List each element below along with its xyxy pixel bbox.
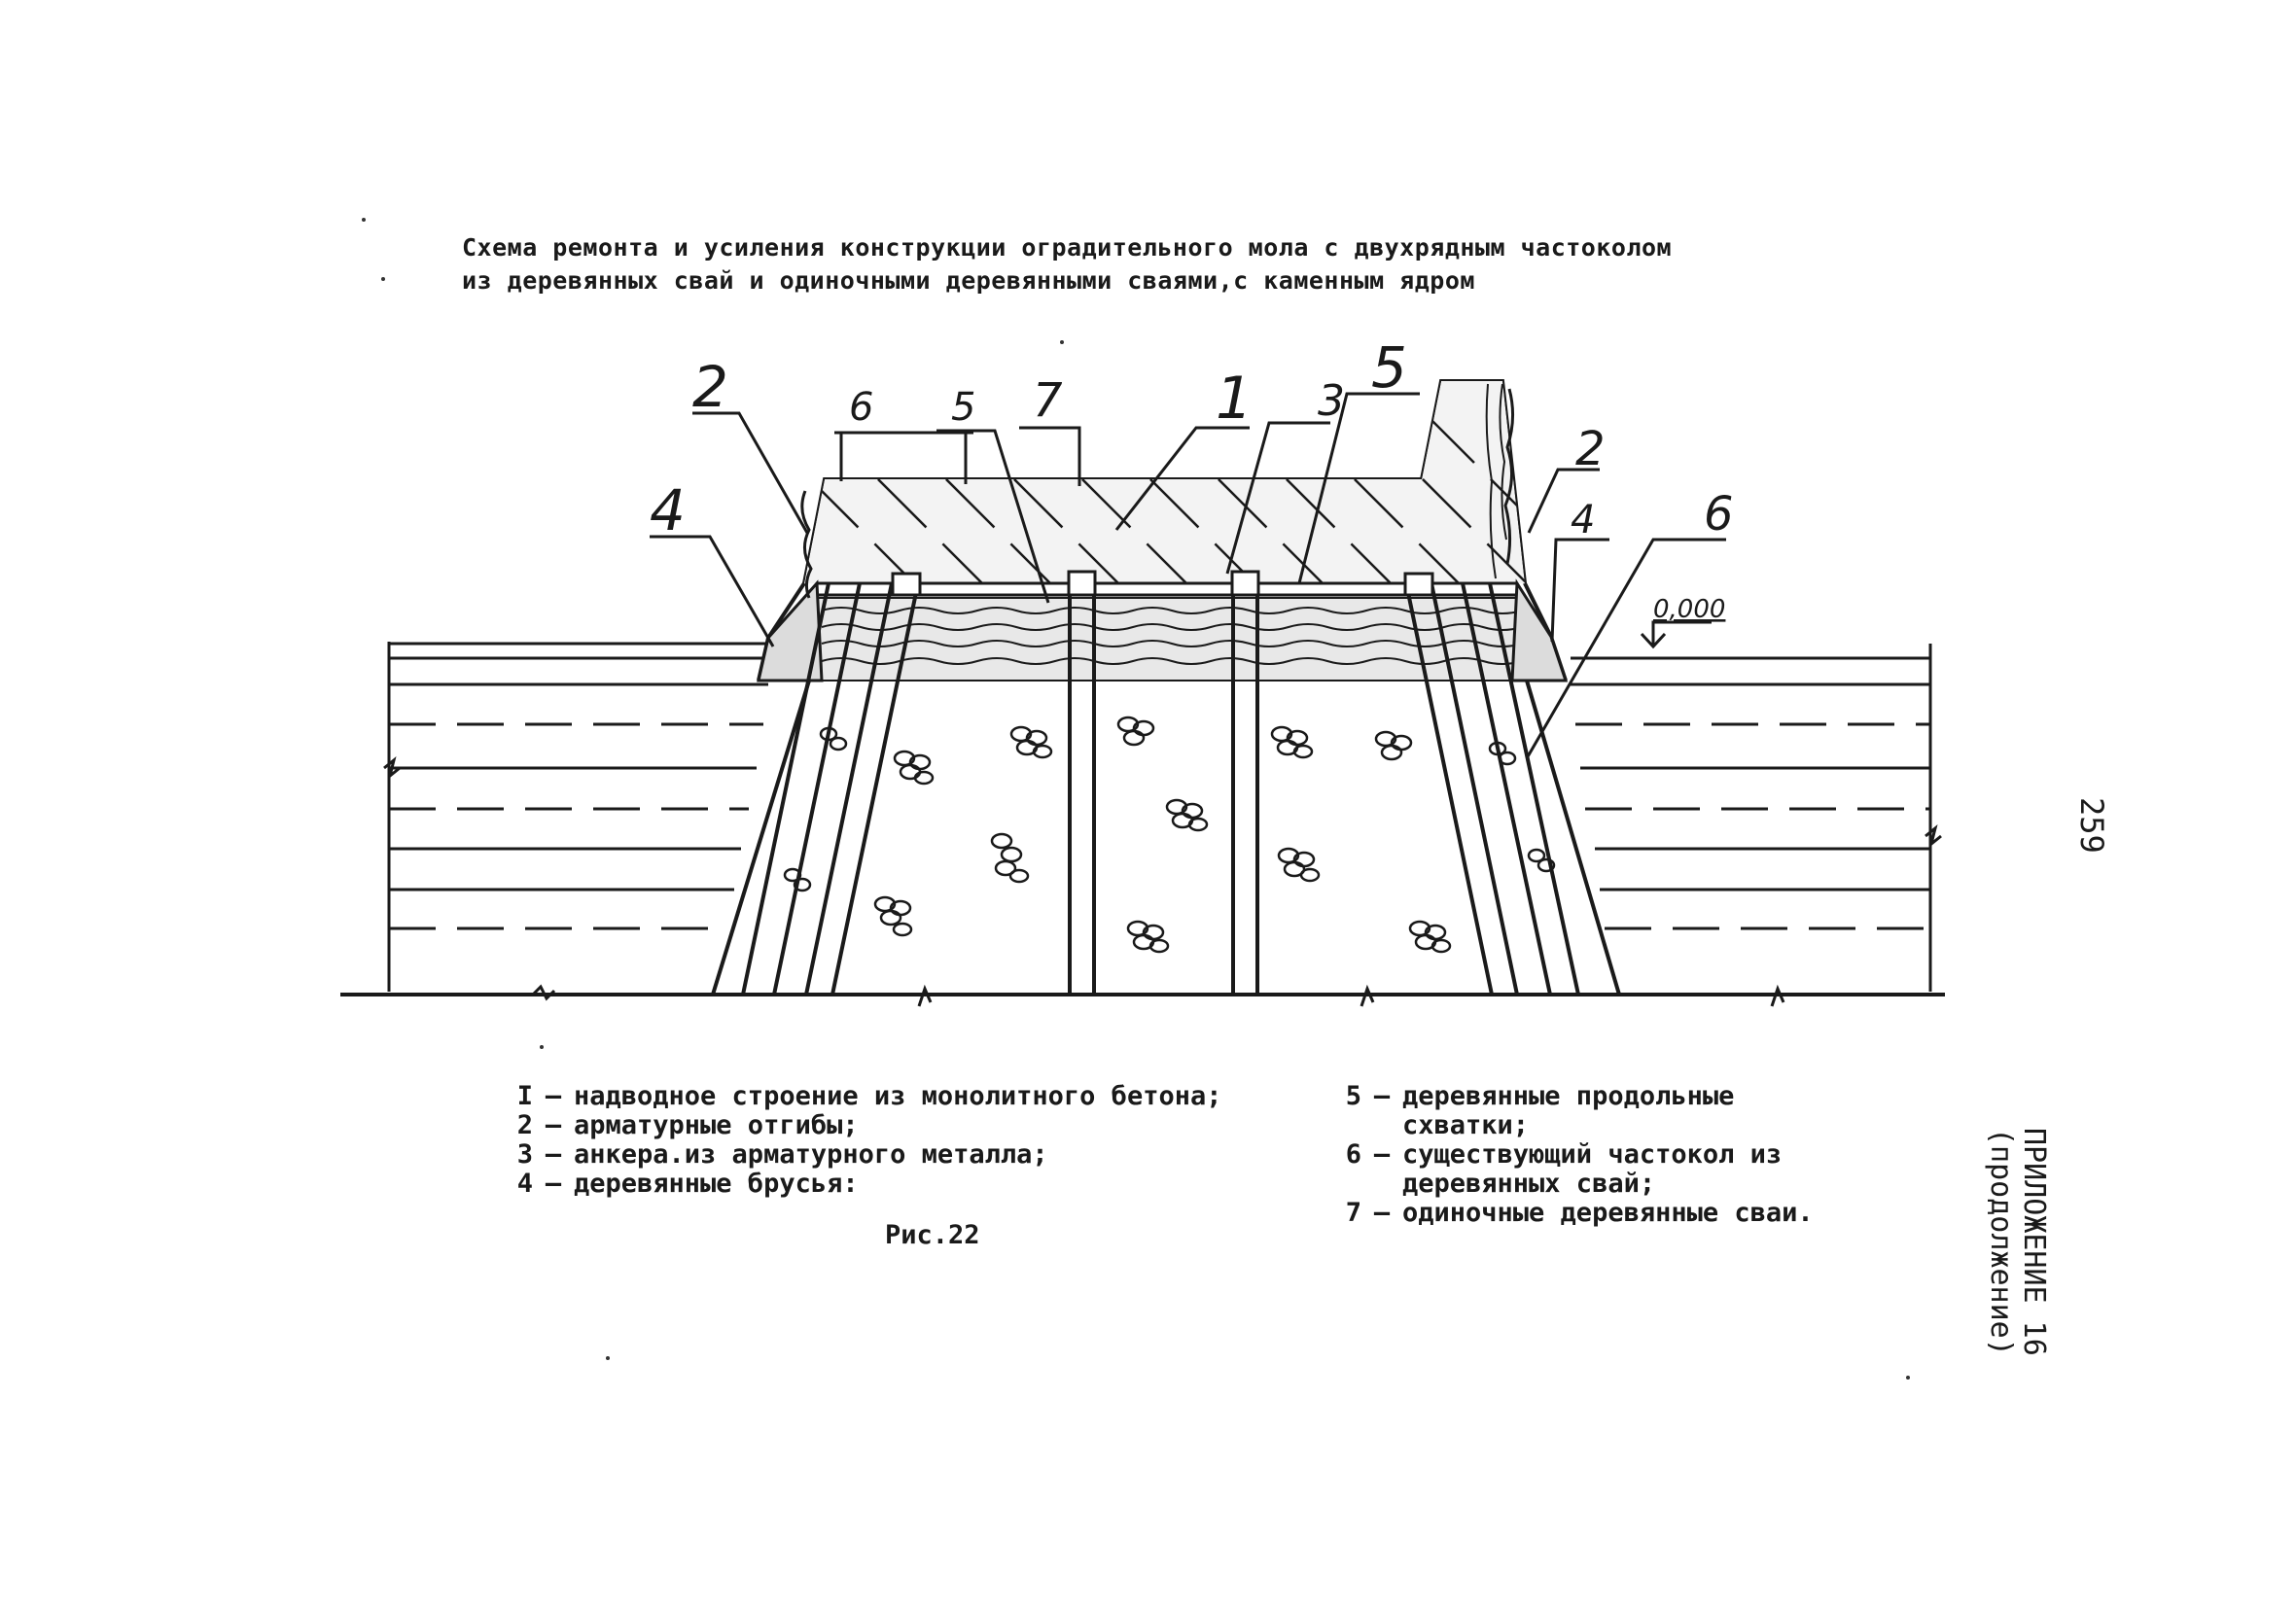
legend-item: 5–деревянные продольные <box>1345 1081 1735 1111</box>
legend-left: I–надводное строение из монолитного бето… <box>506 1081 1222 1199</box>
stone-core <box>783 716 1556 954</box>
water-lines <box>387 642 1932 992</box>
longitudinal-wales <box>816 597 1523 682</box>
appendix-subtitle: (продолжение) <box>1984 1128 2018 1356</box>
pile-heads <box>891 570 1434 597</box>
legend-item-continuation: схватки; <box>1402 1110 1530 1140</box>
scan-speck <box>606 1356 610 1360</box>
cap-beam-lines <box>817 581 1517 597</box>
scan-speck <box>1060 340 1064 344</box>
callout-6-left: 6 <box>849 385 873 430</box>
scan-speck <box>381 277 385 281</box>
appendix-title: ПРИЛОЖЕНИЕ 16 <box>2017 1128 2051 1356</box>
legend-item: I–надводное строение из монолитного бето… <box>516 1081 1222 1111</box>
legend-item: 2–арматурные отгибы; <box>516 1110 859 1140</box>
callout-2-left: 2 <box>692 354 728 420</box>
title-line-1: Схема ремонта и усиления конструкции огр… <box>462 233 1673 262</box>
monolithic-concrete-superstructure <box>804 381 1525 583</box>
existing-palisade-right <box>1404 582 1580 996</box>
existing-palisade-left <box>741 582 920 996</box>
scan-speck <box>362 218 366 222</box>
legend-item: 7–одиночные деревянные сваи. <box>1345 1198 1814 1228</box>
callout-2-right: 2 <box>1575 422 1606 476</box>
page-number: 259 <box>2073 797 2110 854</box>
level-mark-arrow <box>1640 632 1667 649</box>
legend-item: 3–анкера.из арматурного металла; <box>516 1139 1048 1170</box>
callout-1: 1 <box>1216 365 1253 433</box>
leader-lines <box>650 392 1726 759</box>
callout-7: 7 <box>1033 373 1063 428</box>
title-line-2: из деревянных свай и одиночными деревянн… <box>462 266 1475 295</box>
callout-4-right: 4 <box>1571 498 1595 542</box>
legend-item: 6–существующий частокол из <box>1345 1139 1783 1170</box>
scan-speck <box>1906 1376 1910 1380</box>
timber-beams <box>757 578 1569 682</box>
appendix-label: ПРИЛОЖЕНИЕ 16 (продолжение) <box>1984 1128 2051 1356</box>
callout-5-right: 5 <box>1371 334 1407 401</box>
legend-item-continuation: деревянных свай; <box>1402 1169 1656 1199</box>
single-timber-piles <box>1068 581 1259 995</box>
callout-3: 3 <box>1318 376 1345 426</box>
level-mark-label: 0,000 <box>1653 595 1725 624</box>
callout-6-right: 6 <box>1704 487 1734 542</box>
legend-right: 5–деревянные продольные схватки; 6–сущес… <box>1334 1082 1814 1228</box>
rebar-bends <box>800 388 1514 599</box>
callout-5-left: 5 <box>951 385 975 430</box>
scan-speck <box>540 1045 544 1049</box>
callout-labels: 2 4 6 5 7 1 3 5 2 4 6 0,000 <box>650 334 1734 624</box>
diagram-title: Схема ремонта и усиления конструкции огр… <box>462 231 1921 297</box>
legend-item: 4–деревянные брусья: <box>516 1169 859 1199</box>
figure-caption: Рис.22 <box>885 1220 980 1250</box>
callout-4-left: 4 <box>650 477 686 543</box>
seabed-break-marks <box>383 756 1942 1007</box>
